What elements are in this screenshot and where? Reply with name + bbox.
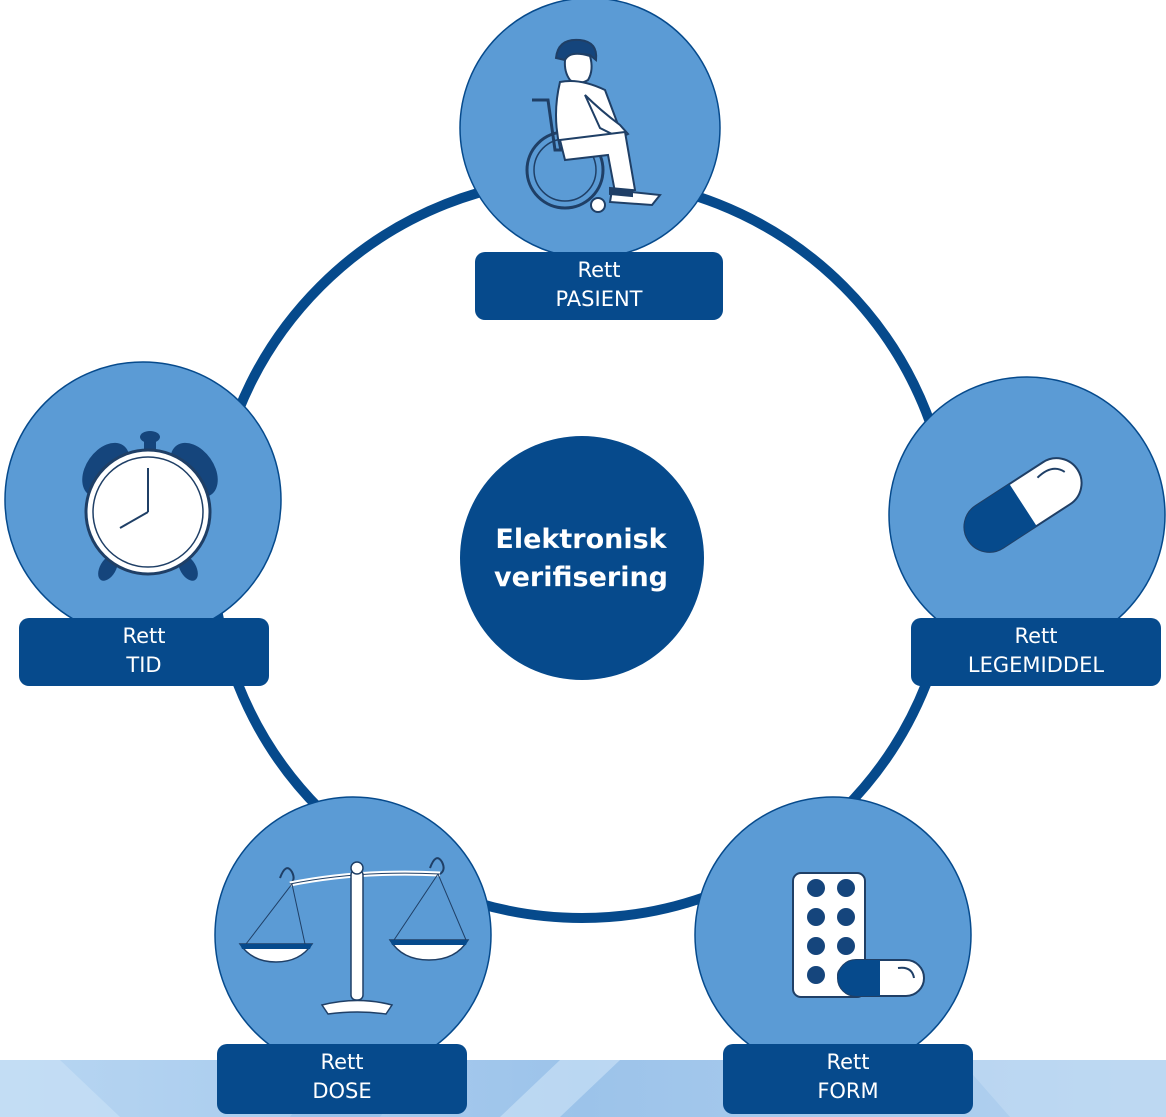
label-tid-bottom: TID <box>126 653 162 677</box>
label-form-top: Rett <box>826 1050 870 1074</box>
label-dose-top: Rett <box>320 1050 364 1074</box>
label-pasient-bottom: PASIENT <box>555 287 643 311</box>
label-form: Rett FORM <box>723 1044 973 1114</box>
pill-blister-icon <box>792 872 925 998</box>
label-legemiddel-top: Rett <box>1014 624 1058 648</box>
center-title-line1: Elektronisk <box>495 524 667 555</box>
center-circle <box>460 436 704 680</box>
label-legemiddel-bottom: LEGEMIDDEL <box>967 653 1105 677</box>
wheelchair-patient-icon <box>525 38 662 213</box>
label-legemiddel: Rett LEGEMIDDEL <box>911 618 1161 686</box>
balance-scale-icon <box>238 857 470 1015</box>
label-dose: Rett DOSE <box>217 1044 467 1114</box>
label-form-bottom: FORM <box>817 1079 879 1103</box>
footer-band <box>0 1060 1166 1117</box>
label-tid-top: Rett <box>122 624 166 648</box>
alarm-clock-icon <box>82 431 218 581</box>
label-pasient: Rett PASIENT <box>475 252 723 320</box>
label-pasient-top: Rett <box>577 258 621 282</box>
center-title-line2: verifisering <box>494 562 668 593</box>
center-title: Elektronisk verifisering <box>461 521 701 597</box>
label-tid: Rett TID <box>19 618 269 686</box>
capsule-icon <box>963 457 1083 553</box>
label-dose-bottom: DOSE <box>312 1079 372 1103</box>
